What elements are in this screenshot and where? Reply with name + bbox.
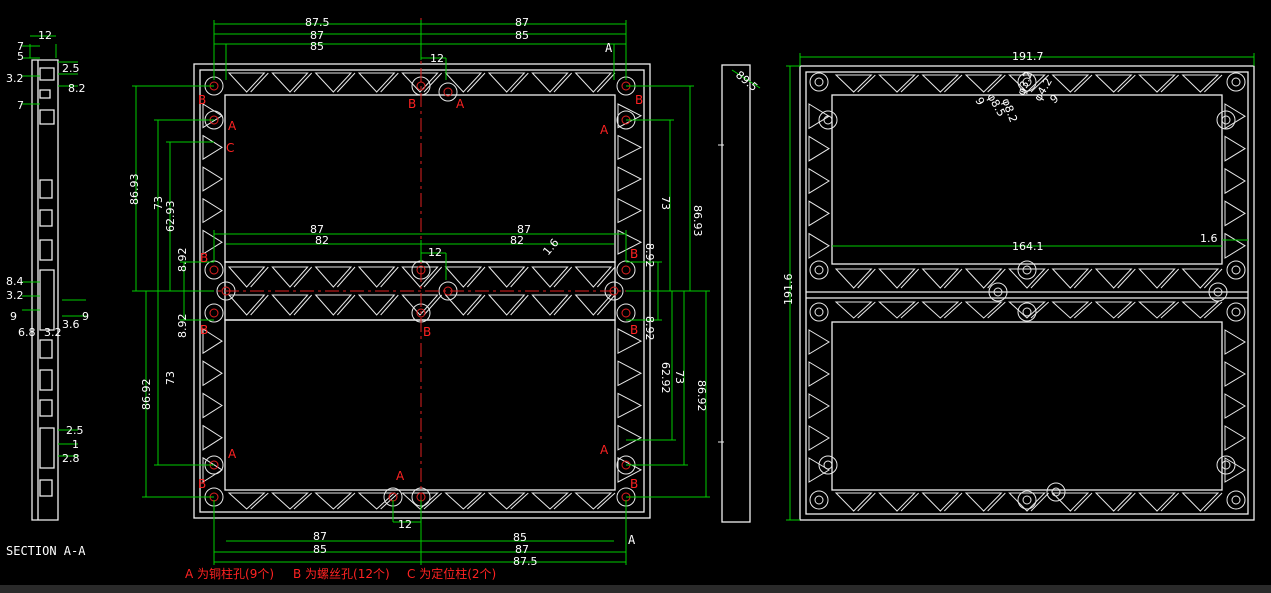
legend: A 为铜柱孔(9个) B 为螺丝孔(12个) C 为定位柱(2个)	[185, 566, 496, 581]
back-view: 191.7 191.6 164.1 1.6 9 φ8.5 φ8.2 φ3.2 φ…	[782, 50, 1255, 521]
view-label-a-top: A	[605, 41, 613, 55]
svg-text:A: A	[396, 469, 405, 483]
right-dim-73-top: 73	[659, 196, 672, 210]
back-dim-164-1: 164.1	[1012, 240, 1044, 253]
section-dim-2-5: 2.5	[62, 62, 80, 75]
hole-labels: B B A B A A C B B B B B A A A B B	[198, 93, 643, 491]
left-dim-86-93: 86.93	[128, 174, 141, 206]
svg-text:A: A	[600, 443, 609, 457]
right-dim-8-92-top: 8.92	[643, 243, 656, 268]
top-dim-85-right: 85	[515, 29, 529, 42]
hole-dim-3-2: φ3.2	[1015, 69, 1036, 97]
section-dim-9: 9	[10, 310, 17, 323]
top-pitch: 12	[430, 52, 444, 65]
side-view: 89.5	[718, 64, 761, 523]
mid-dim-87-left: 87	[310, 223, 324, 236]
left-dim-86-92: 86.92	[140, 379, 153, 411]
hole-dim-9b: 9	[1048, 92, 1062, 106]
bottom-pitch: 12	[398, 518, 412, 531]
svg-text:B: B	[630, 477, 638, 491]
left-dim-73-top: 73	[152, 196, 165, 210]
bottom-dim-87-right: 87	[515, 543, 529, 556]
legend-a: A 为铜柱孔(9个)	[185, 566, 274, 581]
svg-text:B: B	[200, 251, 208, 265]
section-dim-5: 5	[17, 50, 24, 63]
front-view: 87.5 87 87 85 85 12 A 87 87 82 82 12 1.6…	[128, 16, 710, 568]
section-dim-7: 7	[17, 40, 24, 53]
section-dim-3-2b: 3.2	[6, 289, 24, 302]
right-dim-73-bottom: 73	[673, 370, 686, 384]
section-dim-8-4: 8.4	[6, 275, 24, 288]
top-dim-87-right: 87	[515, 16, 529, 29]
section-label: SECTION A-A	[6, 544, 86, 558]
section-dim-9b: 9	[82, 310, 89, 323]
side-dim-89-5: 89.5	[733, 68, 760, 94]
right-dim-8-92-bottom: 8.92	[643, 316, 656, 341]
section-dim-3-2: 3.2	[6, 72, 24, 85]
svg-text:A: A	[600, 123, 609, 137]
left-dim-8-92-bottom: 8.92	[176, 314, 189, 339]
svg-text:A: A	[228, 119, 237, 133]
section-dim-3-2c: 3.2	[44, 326, 62, 339]
back-dim-191-6: 191.6	[782, 274, 795, 306]
view-label-a-bottom: A	[628, 533, 636, 547]
right-dim-62-92: 62.92	[659, 362, 672, 394]
back-dim-191-7: 191.7	[1012, 50, 1044, 63]
section-dim-8-2: 8.2	[68, 82, 86, 95]
mid-dim-87-right: 87	[517, 223, 531, 236]
svg-text:B: B	[198, 477, 206, 491]
section-dim-3-6: 3.6	[62, 318, 80, 331]
mid-dim-82-right: 82	[510, 234, 524, 247]
angle-label: 1.6	[540, 236, 561, 258]
section-dim-7b: 7	[17, 99, 24, 112]
svg-text:B: B	[423, 325, 431, 339]
svg-text:C: C	[226, 141, 234, 155]
svg-text:B: B	[630, 323, 638, 337]
section-dim-12: 12	[38, 29, 52, 42]
section-dim-2-8: 2.8	[62, 452, 80, 465]
section-dim-6-8: 6.8	[18, 326, 36, 339]
svg-text:B: B	[630, 247, 638, 261]
bottom-dim-87-5: 87.5	[513, 555, 538, 568]
status-strip	[0, 585, 1271, 593]
left-dim-8-92-top: 8.92	[176, 248, 189, 273]
left-dim-62-93: 62.93	[164, 201, 177, 233]
top-dim-87-left: 87	[310, 29, 324, 42]
bottom-dim-85-right: 85	[513, 531, 527, 544]
top-dim-85-left: 85	[310, 40, 324, 53]
section-view: 12 7 5 3.2 2.5 8.2 7 8.4 3.2 9 6.8 3.2 3…	[6, 29, 89, 558]
legend-c: C 为定位柱(2个)	[407, 566, 496, 581]
bottom-dim-85-left: 85	[313, 543, 327, 556]
mid-pitch: 12	[428, 246, 442, 259]
legend-b: B 为螺丝孔(12个)	[293, 567, 390, 581]
svg-text:B: B	[198, 93, 206, 107]
svg-text:A: A	[456, 97, 465, 111]
svg-text:B: B	[635, 93, 643, 107]
svg-text:B: B	[408, 97, 416, 111]
section-dim-1: 1	[72, 438, 79, 451]
bottom-dim-87-left: 87	[313, 530, 327, 543]
right-dim-86-92: 86.92	[695, 380, 708, 412]
right-dim-86-93: 86.93	[691, 205, 704, 237]
back-dim-1-6: 1.6	[1200, 232, 1218, 245]
mid-dim-82-left: 82	[315, 234, 329, 247]
top-dim-87-5: 87.5	[305, 16, 330, 29]
left-dim-73-bottom: 73	[164, 371, 177, 385]
svg-text:B: B	[200, 323, 208, 337]
section-dim-2-5b: 2.5	[66, 424, 84, 437]
svg-text:A: A	[228, 447, 237, 461]
